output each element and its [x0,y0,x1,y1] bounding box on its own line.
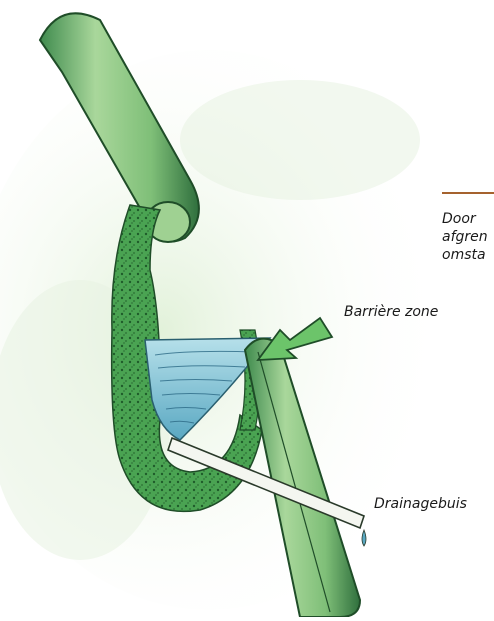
side-caption-line-3: omsta [442,246,494,264]
background-wash-2 [180,80,420,200]
side-caption-line-2: afgren [442,228,494,246]
accent-rule [442,192,494,194]
side-caption: Door afgren omsta [442,210,494,264]
label-barrier-zone: Barrière zone [344,304,438,320]
label-drainage-pipe: Drainagebuis [374,496,467,512]
side-caption-line-1: Door [442,210,494,228]
